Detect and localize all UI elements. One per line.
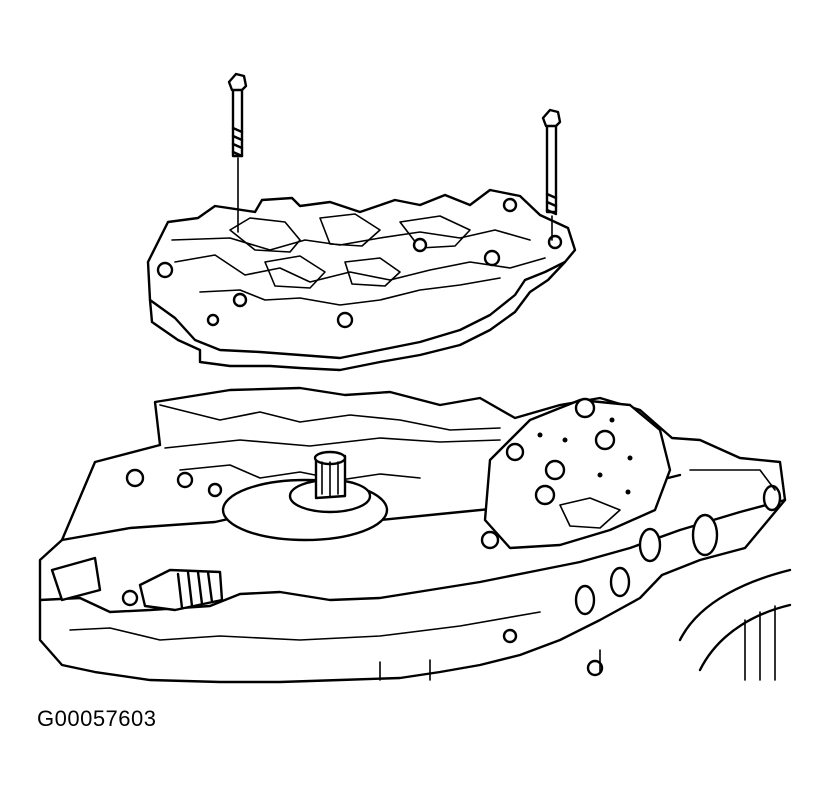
figure-id-label: G00057603 bbox=[37, 706, 157, 731]
bolt-left bbox=[227, 72, 248, 233]
valve-body-assembly bbox=[38, 386, 792, 684]
bolt-right bbox=[541, 108, 562, 241]
cover-plate bbox=[146, 188, 577, 372]
